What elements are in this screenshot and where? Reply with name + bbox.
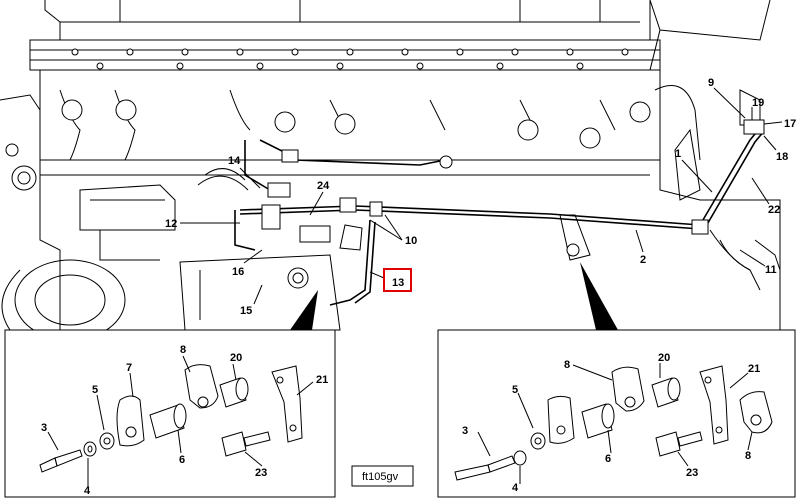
callout-label: 14 (228, 155, 241, 167)
callout-label: 10 (405, 235, 417, 247)
callout-label: 16 (232, 266, 244, 278)
callout-label: 20 (658, 352, 670, 364)
callout-label: 24 (317, 180, 330, 192)
callout-label: 6 (179, 454, 185, 466)
detail-pointers (290, 262, 618, 330)
fuel-lines (197, 119, 765, 306)
main-callouts: 14 24 12 16 15 10 13 9 19 17 18 1 22 2 1… (165, 77, 796, 317)
exhaust-ports (59, 89, 651, 161)
right-detail-box (437, 329, 796, 498)
callout-label: 8 (180, 344, 186, 356)
callout-label: 21 (748, 363, 760, 375)
callout-label: 3 (462, 425, 468, 437)
callout-label: 19 (752, 97, 764, 109)
callout-label: 20 (230, 352, 242, 364)
figure-id-caption: ft105gv (351, 465, 414, 487)
callout-label: 8 (564, 359, 570, 371)
callout-label: 22 (768, 204, 780, 216)
callout-label: 12 (165, 218, 177, 230)
callout-label: 9 (708, 77, 714, 89)
callout-label: 4 (512, 482, 519, 494)
callout-13-label: 13 (392, 277, 404, 289)
callout-label: 23 (686, 467, 698, 479)
callout-label: 5 (512, 384, 518, 396)
callout-label: 8 (745, 450, 751, 462)
callout-label: 2 (640, 254, 646, 266)
callout-label: 11 (765, 264, 777, 276)
callout-label: 4 (84, 485, 91, 497)
callout-label: 1 (675, 148, 681, 160)
callout-label: 3 (41, 422, 47, 434)
callout-label: 21 (316, 374, 328, 386)
engine-block-drawing (0, 0, 781, 341)
callout-label: 23 (255, 467, 267, 479)
right-detail-callouts: 8 20 5 21 3 6 4 23 8 (462, 352, 760, 494)
callout-label: 7 (126, 362, 132, 374)
callout-label: 5 (92, 384, 98, 396)
callout-label: 18 (776, 151, 788, 163)
left-detail-box (4, 329, 336, 498)
main-leader-lines (180, 87, 783, 305)
callout-label: 17 (784, 118, 796, 130)
callout-label: 6 (605, 453, 611, 465)
highlight-box-13 (383, 268, 412, 292)
figure-id-text: ft105gv (362, 471, 399, 483)
head-bolts (71, 48, 629, 70)
left-detail-callouts: 8 20 7 5 21 3 4 6 23 (41, 344, 328, 497)
callout-label: 15 (240, 305, 252, 317)
